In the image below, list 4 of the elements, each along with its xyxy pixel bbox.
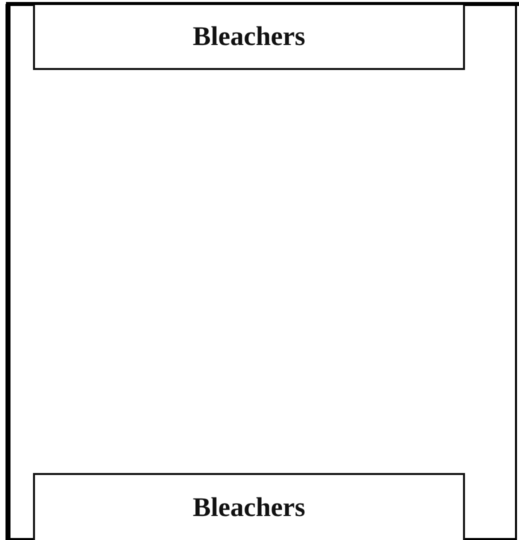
area-label: Bleachers <box>192 21 306 52</box>
bleachers-box <box>33 5 465 70</box>
bleachers-box <box>33 473 465 540</box>
area-label: Bleachers <box>192 492 306 523</box>
